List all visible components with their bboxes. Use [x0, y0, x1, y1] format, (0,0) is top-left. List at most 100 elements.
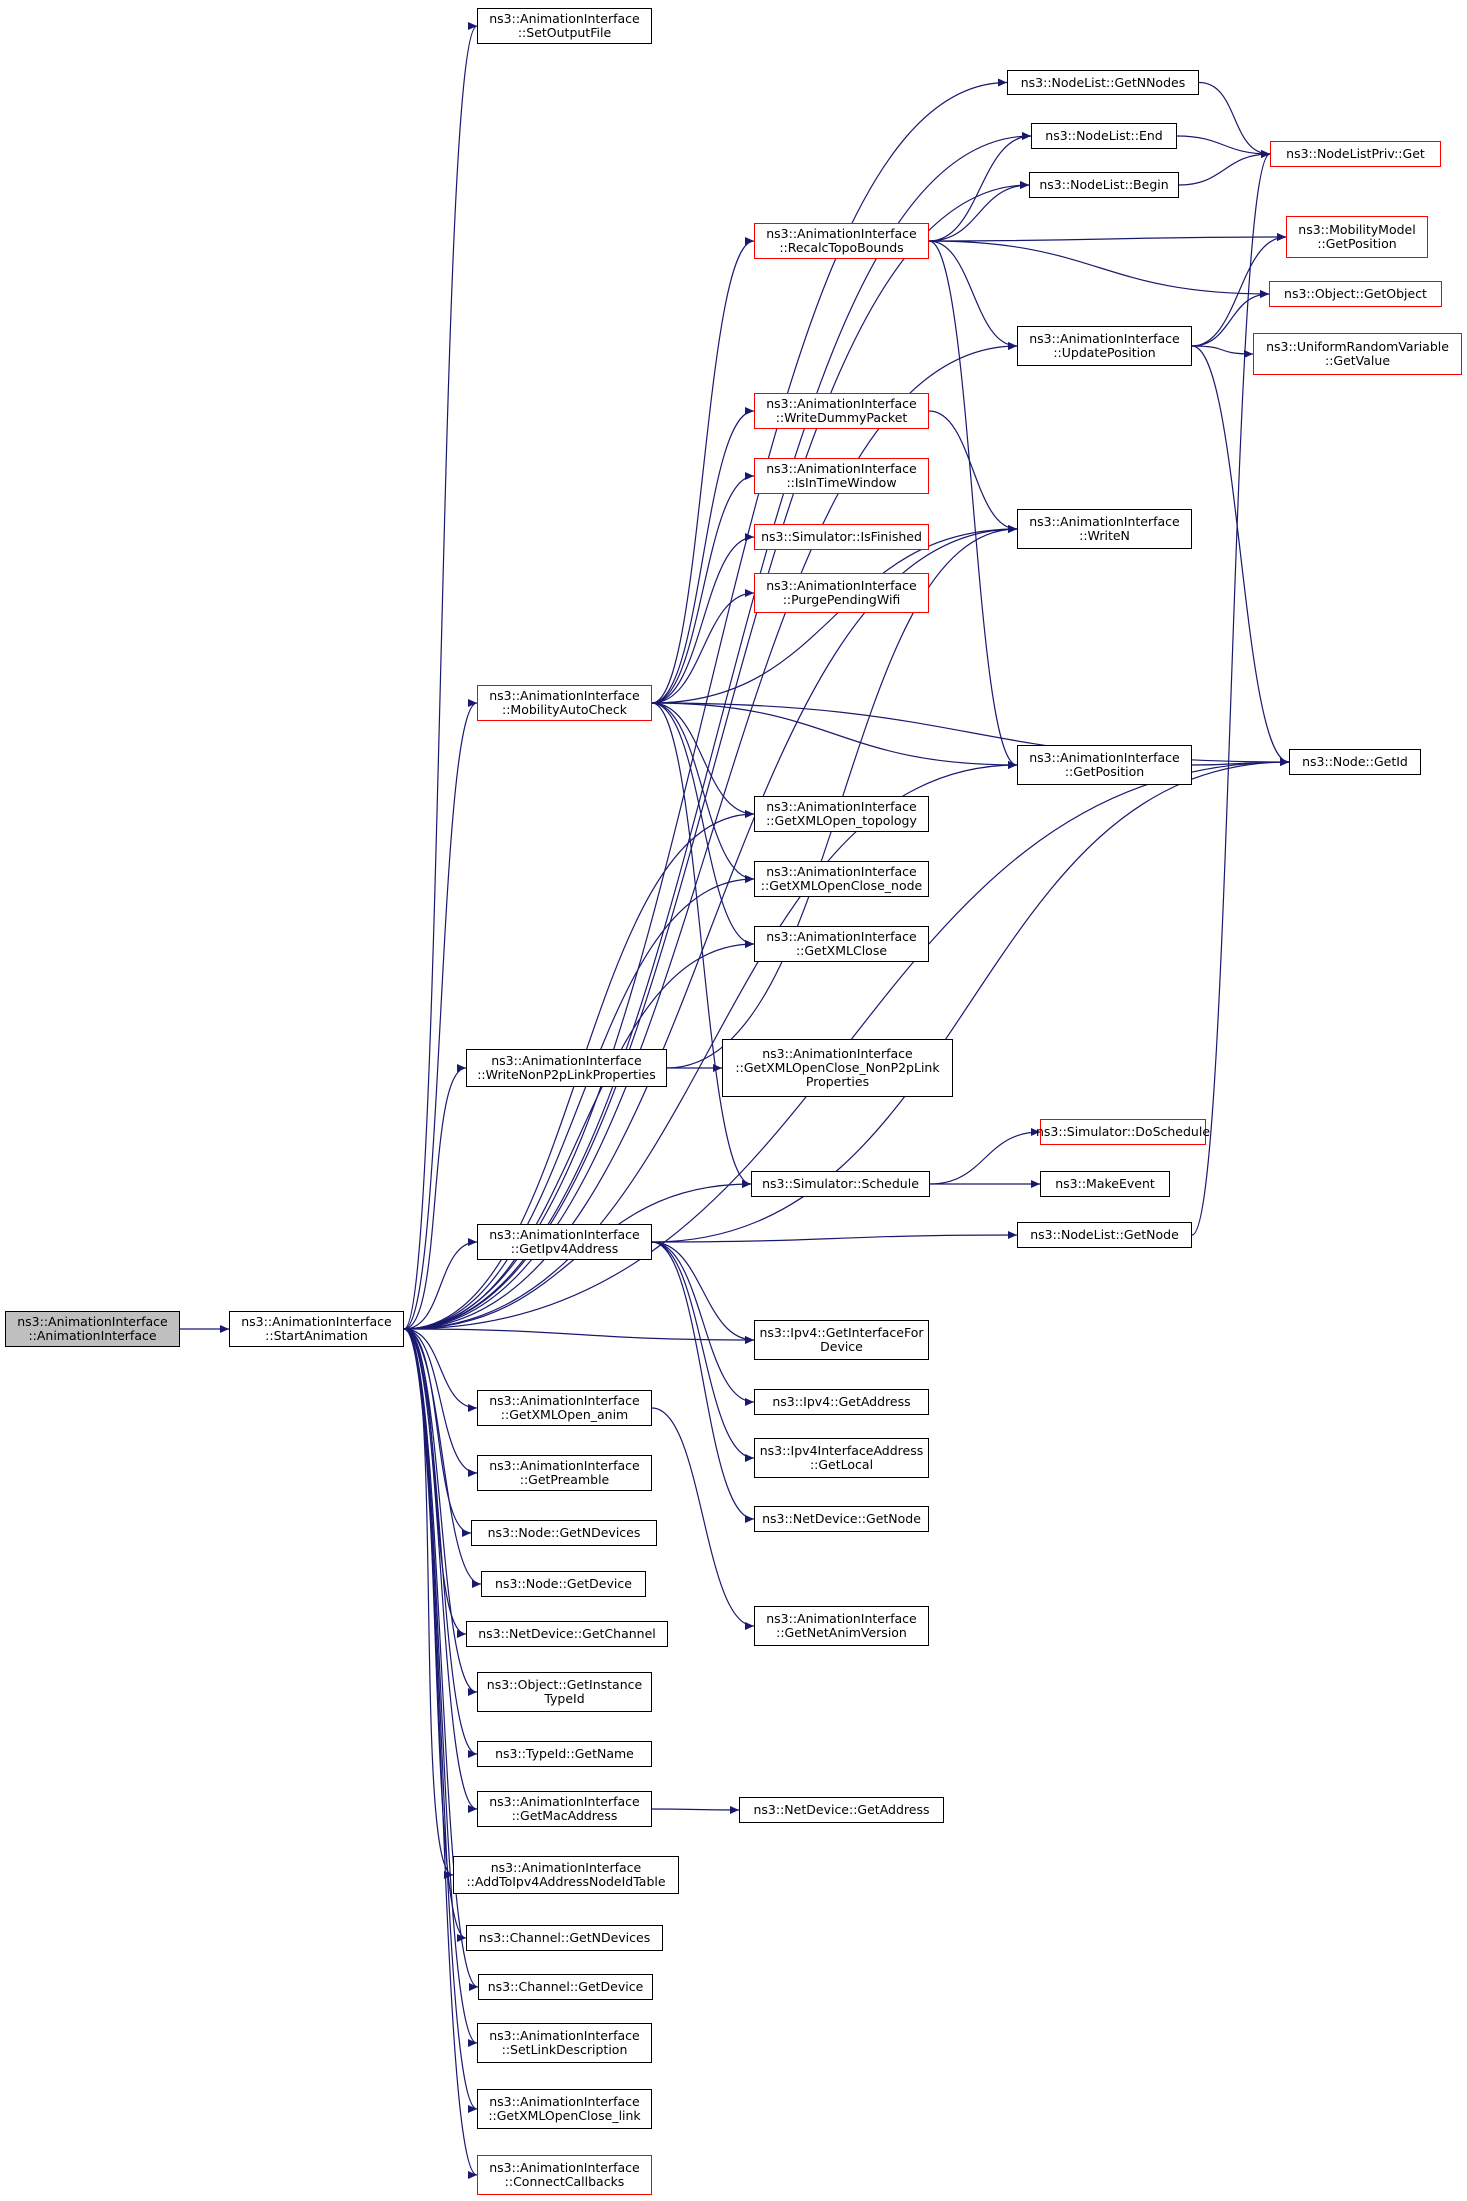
node-label-line: ::GetXMLOpenClose_node	[760, 878, 923, 893]
node-xml-node[interactable]: ns3::AnimationInterface::GetXMLOpenClose…	[754, 861, 929, 897]
edge-mobAutoCheck-to-aniGetPos	[651, 702, 1018, 769]
node-write-n[interactable]: ns3::AnimationInterface::WriteN	[1017, 509, 1192, 549]
node-label-line: ns3::AnimationInterface	[1029, 750, 1180, 765]
node-label-line: ns3::Object::GetInstance	[486, 1677, 643, 1692]
node-node-get-id[interactable]: ns3::Node::GetId	[1289, 749, 1421, 775]
node-label-line: ::GetPosition	[1317, 236, 1397, 251]
node-mob-auto-check[interactable]: ns3::AnimationInterface::MobilityAutoChe…	[477, 685, 652, 721]
node-label-line: Properties	[805, 1074, 870, 1089]
node-node-list-end[interactable]: ns3::NodeList::End	[1031, 123, 1177, 149]
node-xml-close[interactable]: ns3::AnimationInterface::GetXMLClose	[754, 926, 929, 962]
node-label-line: ns3::AnimationInterface	[762, 1046, 913, 1061]
node-uniform-get-value[interactable]: ns3::UniformRandomVariable::GetValue	[1253, 333, 1462, 375]
node-label-line: ::GetXMLOpen_anim	[500, 1407, 629, 1422]
node-label-line: ns3::AnimationInterface	[17, 1314, 168, 1329]
node-node-list-get-node[interactable]: ns3::NodeList::GetNode	[1017, 1222, 1192, 1248]
node-xml-topology[interactable]: ns3::AnimationInterface::GetXMLOpen_topo…	[754, 796, 929, 832]
edge-getIpv4-to-ipv4IfaceLocal	[651, 1241, 755, 1462]
edge-mobAutoCheck-to-writeN	[651, 525, 1018, 704]
node-xml-non-p2p[interactable]: ns3::AnimationInterface::GetXMLOpenClose…	[722, 1039, 953, 1097]
edge-recalc-to-updatePos	[928, 240, 1018, 350]
node-label-line: ::UpdatePosition	[1053, 345, 1156, 360]
node-update-pos[interactable]: ns3::AnimationInterface::UpdatePosition	[1017, 326, 1192, 366]
node-label-line: ::AnimationInterface	[28, 1328, 157, 1343]
node-label-line: ns3::AnimationInterface	[489, 1794, 640, 1809]
edge-getIpv4-to-ipv4GetAddr	[651, 1241, 755, 1406]
edge-start-to-chanGetDevice	[403, 1328, 479, 1991]
node-root: ns3::AnimationInterface::AnimationInterf…	[5, 1311, 180, 1347]
node-connect-callbacks[interactable]: ns3::AnimationInterface::ConnectCallback…	[477, 2155, 652, 2195]
node-label-line: ::SetLinkDescription	[501, 2042, 628, 2057]
node-ani-get-pos[interactable]: ns3::AnimationInterface::GetPosition	[1017, 745, 1192, 785]
edge-updatePos-to-uniformGetValue	[1191, 345, 1254, 358]
node-recalc[interactable]: ns3::AnimationInterface::RecalcTopoBound…	[754, 223, 929, 259]
node-obj-get-object[interactable]: ns3::Object::GetObject	[1269, 281, 1442, 307]
node-label-line: ns3::Ipv4InterfaceAddress	[759, 1443, 924, 1458]
node-label-line: ns3::NodeList::GetNode	[1030, 1227, 1179, 1242]
edge-mobAutoCheck-to-nodeGetId	[651, 702, 1290, 766]
node-node-get-device[interactable]: ns3::Node::GetDevice	[481, 1571, 646, 1597]
node-xml-anim[interactable]: ns3::AnimationInterface::GetXMLOpen_anim	[477, 1390, 652, 1426]
edge-start-to-setLinkDesc	[403, 1328, 478, 2047]
node-chan-get-device[interactable]: ns3::Channel::GetDevice	[478, 1974, 653, 2000]
node-get-mac[interactable]: ns3::AnimationInterface::GetMacAddress	[477, 1791, 652, 1827]
node-label-line: ::StartAnimation	[265, 1328, 368, 1343]
edge-writeDummy-to-writeN	[928, 410, 1018, 533]
node-label-line: ns3::AnimationInterface	[1029, 331, 1180, 346]
node-node-get-n-devices[interactable]: ns3::Node::GetNDevices	[471, 1520, 657, 1546]
node-node-list-begin[interactable]: ns3::NodeList::Begin	[1029, 172, 1179, 198]
node-label-line: TypeId	[544, 1691, 585, 1706]
node-label-line: ns3::Object::GetObject	[1284, 286, 1427, 301]
node-mob-get-pos[interactable]: ns3::MobilityModel::GetPosition	[1286, 216, 1428, 258]
node-node-list-priv-get[interactable]: ns3::NodeListPriv::Get	[1270, 141, 1441, 167]
node-label-line: ns3::AnimationInterface	[766, 799, 917, 814]
node-label-line: ns3::Simulator::Schedule	[762, 1176, 919, 1191]
edge-recalc-to-mobGetPos	[928, 233, 1287, 242]
edge-mobAutoCheck-to-xmlClose	[651, 702, 755, 948]
node-schedule[interactable]: ns3::Simulator::Schedule	[751, 1171, 930, 1197]
node-purge-wifi[interactable]: ns3::AnimationInterface::PurgePendingWif…	[754, 573, 929, 613]
node-write-dummy[interactable]: ns3::AnimationInterface::WriteDummyPacke…	[754, 393, 929, 429]
node-write-non-p2p[interactable]: ns3::AnimationInterface::WriteNonP2pLink…	[466, 1049, 667, 1087]
node-ipv4-get-addr[interactable]: ns3::Ipv4::GetAddress	[754, 1389, 929, 1415]
node-get-net-anim-ver[interactable]: ns3::AnimationInterface::GetNetAnimVersi…	[754, 1606, 929, 1646]
node-label-line: ::GetXMLClose	[795, 943, 888, 958]
node-get-n-nodes[interactable]: ns3::NodeList::GetNNodes	[1007, 70, 1199, 95]
edge-updatePos-to-nodeGetId	[1191, 345, 1290, 766]
node-do-schedule[interactable]: ns3::Simulator::DoSchedule	[1036, 1119, 1210, 1145]
node-ipv4-iface-local[interactable]: ns3::Ipv4InterfaceAddress::GetLocal	[754, 1438, 929, 1478]
node-label-line: ns3::NodeList::End	[1045, 128, 1163, 143]
node-label-line: ns3::Simulator::IsFinished	[761, 529, 922, 544]
edge-getMac-to-netDevGetAddr	[651, 1805, 740, 1814]
node-label-line: ns3::Node::GetNDevices	[487, 1525, 641, 1540]
edge-getIpv4-to-nodeListGetNode	[651, 1231, 1018, 1243]
node-label-line: ns3::AnimationInterface	[766, 396, 917, 411]
node-set-link-desc[interactable]: ns3::AnimationInterface::SetLinkDescript…	[477, 2023, 652, 2063]
node-net-dev-get-channel[interactable]: ns3::NetDevice::GetChannel	[466, 1621, 668, 1647]
node-is-finished[interactable]: ns3::Simulator::IsFinished	[754, 524, 929, 550]
edge-nodeListEnd-to-nodeListPrivGet	[1176, 135, 1271, 158]
node-net-dev-get-addr[interactable]: ns3::NetDevice::GetAddress	[739, 1797, 944, 1823]
edge-recalc-to-aniGetPos	[928, 240, 1018, 769]
node-chan-get-n-devices[interactable]: ns3::Channel::GetNDevices	[466, 1925, 663, 1951]
edge-start-to-getMac	[403, 1328, 478, 1813]
edge-recalc-to-nodeListBegin	[928, 181, 1030, 242]
node-make-event[interactable]: ns3::MakeEvent	[1040, 1171, 1170, 1197]
node-start[interactable]: ns3::AnimationInterface::StartAnimation	[229, 1311, 404, 1347]
node-label-line: ::WriteN	[1079, 528, 1130, 543]
node-label-line: ns3::AnimationInterface	[489, 2160, 640, 2175]
node-label-line: ::PurgePendingWifi	[782, 592, 901, 607]
node-xml-link[interactable]: ns3::AnimationInterface::GetXMLOpenClose…	[477, 2089, 652, 2129]
node-label-line: ns3::AnimationInterface	[489, 1393, 640, 1408]
node-set-output-file[interactable]: ns3::AnimationInterface::SetOutputFile	[477, 8, 652, 44]
node-get-ipv4[interactable]: ns3::AnimationInterface::GetIpv4Address	[477, 1224, 652, 1260]
node-is-in-time[interactable]: ns3::AnimationInterface::IsInTimeWindow	[754, 458, 929, 494]
node-type-id-get-name[interactable]: ns3::TypeId::GetName	[477, 1741, 652, 1767]
node-net-dev-get-node[interactable]: ns3::NetDevice::GetNode	[754, 1506, 929, 1532]
node-label-line: ns3::NetDevice::GetNode	[762, 1511, 921, 1526]
node-get-preamble[interactable]: ns3::AnimationInterface::GetPreamble	[477, 1455, 652, 1491]
node-add-to-ipv4[interactable]: ns3::AnimationInterface::AddToIpv4Addres…	[453, 1856, 679, 1894]
node-label-line: ns3::NodeList::GetNNodes	[1020, 74, 1186, 90]
